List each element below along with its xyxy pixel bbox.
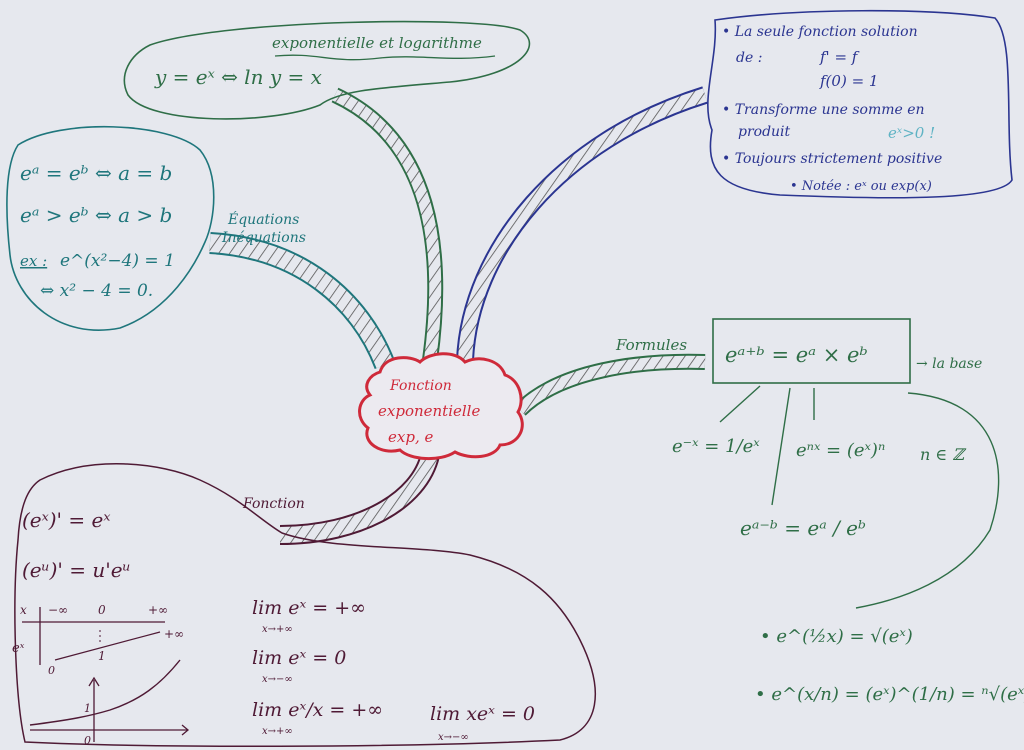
center-node-outline (358, 352, 524, 460)
formula-negative: e⁻ˣ = 1/eˣ (672, 436, 760, 457)
limit-1-sub: x→+∞ (262, 624, 293, 635)
table-zero: 0 (98, 603, 106, 617)
limit-4: lim xeˣ = 0 (430, 703, 535, 725)
properties-node-outline (707, 9, 1013, 199)
table-high: +∞ (164, 627, 184, 641)
limit-3-sub: x→+∞ (262, 726, 293, 737)
prop-line-1: • La seule fonction solution (722, 24, 918, 40)
table-mid: 1 (98, 649, 106, 663)
branch-formulas (514, 353, 706, 416)
graph-y1-label: 1 (84, 702, 91, 715)
example-result: ⇔ x² − 4 = 0. (40, 281, 153, 301)
center-line-1: Fonction (389, 378, 452, 394)
limit-1: lim eˣ = +∞ (252, 597, 366, 619)
table-fx-label: eˣ (12, 641, 25, 656)
limit-2-sub: x→−∞ (262, 674, 293, 685)
formulas-box (712, 318, 911, 384)
prop-line-5: • Transforme une somme en (722, 102, 925, 118)
graph-origin-label: 0 (84, 734, 91, 747)
branch-function (279, 452, 440, 545)
table-minus-inf: −∞ (48, 603, 68, 617)
center-line-3: exp, e (388, 428, 433, 446)
variation-table: x −∞ 0 +∞ eˣ 0 1 +∞ (12, 603, 184, 677)
prop-line-2: de : (736, 50, 762, 66)
left-node-outline (6, 125, 215, 331)
formula-connectors (719, 385, 1000, 609)
positive-note: eˣ>0 ! (888, 124, 935, 142)
derivative-composite: (eᵘ)' = u'eᵘ (22, 558, 131, 582)
formula-power: eⁿˣ = (eˣ)ⁿ (796, 440, 885, 461)
formula-base-note: → la base (916, 356, 982, 372)
limit-4-sub: x→−∞ (438, 732, 469, 743)
formula-nth-root: • e^(x/n) = (eˣ)^(1/n) = ⁿ√(eˣ) (755, 684, 1024, 705)
eq-rule: eᵃ = eᵇ ⇔ a = b (20, 161, 172, 185)
prop-line-4: f(0) = 1 (819, 72, 878, 90)
limit-2: lim eˣ = 0 (252, 647, 346, 669)
top-node-title: exponentielle et logarithme (272, 34, 482, 52)
top-node-outline (123, 20, 531, 120)
table-low: 0 (48, 664, 55, 677)
label-equations: Équations (227, 210, 299, 228)
table-x-label: x (20, 603, 27, 617)
top-node-formula: y = eˣ ⇔ ln y = x (154, 65, 322, 89)
prop-line-3: f' = f (819, 48, 860, 66)
limit-3: lim eˣ/x = +∞ (252, 699, 383, 721)
formula-power-domain: n ∈ ℤ (920, 445, 966, 464)
branch-left (209, 232, 396, 370)
branch-top (331, 87, 444, 362)
example-label: ex : (20, 252, 47, 270)
derivative-exp: (eˣ)' = eˣ (22, 508, 110, 532)
ineq-rule: eᵃ > eᵇ ⇔ a > b (20, 203, 172, 227)
formula-quotient: eᵃ⁻ᵇ = eᵃ / eᵇ (740, 516, 866, 540)
function-label: Fonction (242, 496, 305, 512)
table-plus-inf: +∞ (148, 603, 168, 617)
exp-graph: 1 0 (29, 659, 190, 747)
prop-line-7: • Toujours strictement positive (722, 151, 942, 167)
formulas-label: Formules (615, 336, 687, 354)
label-inequations: Inéquations (221, 230, 306, 246)
title-underline (274, 54, 496, 61)
function-node-outline (14, 463, 597, 748)
formula-main: eᵃ⁺ᵇ = eᵃ × eᵇ (725, 343, 868, 367)
center-line-2: exponentielle (378, 402, 480, 420)
example-equation: e^(x²−4) = 1 (60, 251, 175, 271)
prop-line-8: • Notée : eˣ ou exp(x) (790, 179, 932, 194)
prop-line-6: produit (738, 124, 791, 140)
formula-sqrt: • e^(½x) = √(eˣ) (760, 626, 913, 647)
branch-properties (456, 86, 708, 361)
